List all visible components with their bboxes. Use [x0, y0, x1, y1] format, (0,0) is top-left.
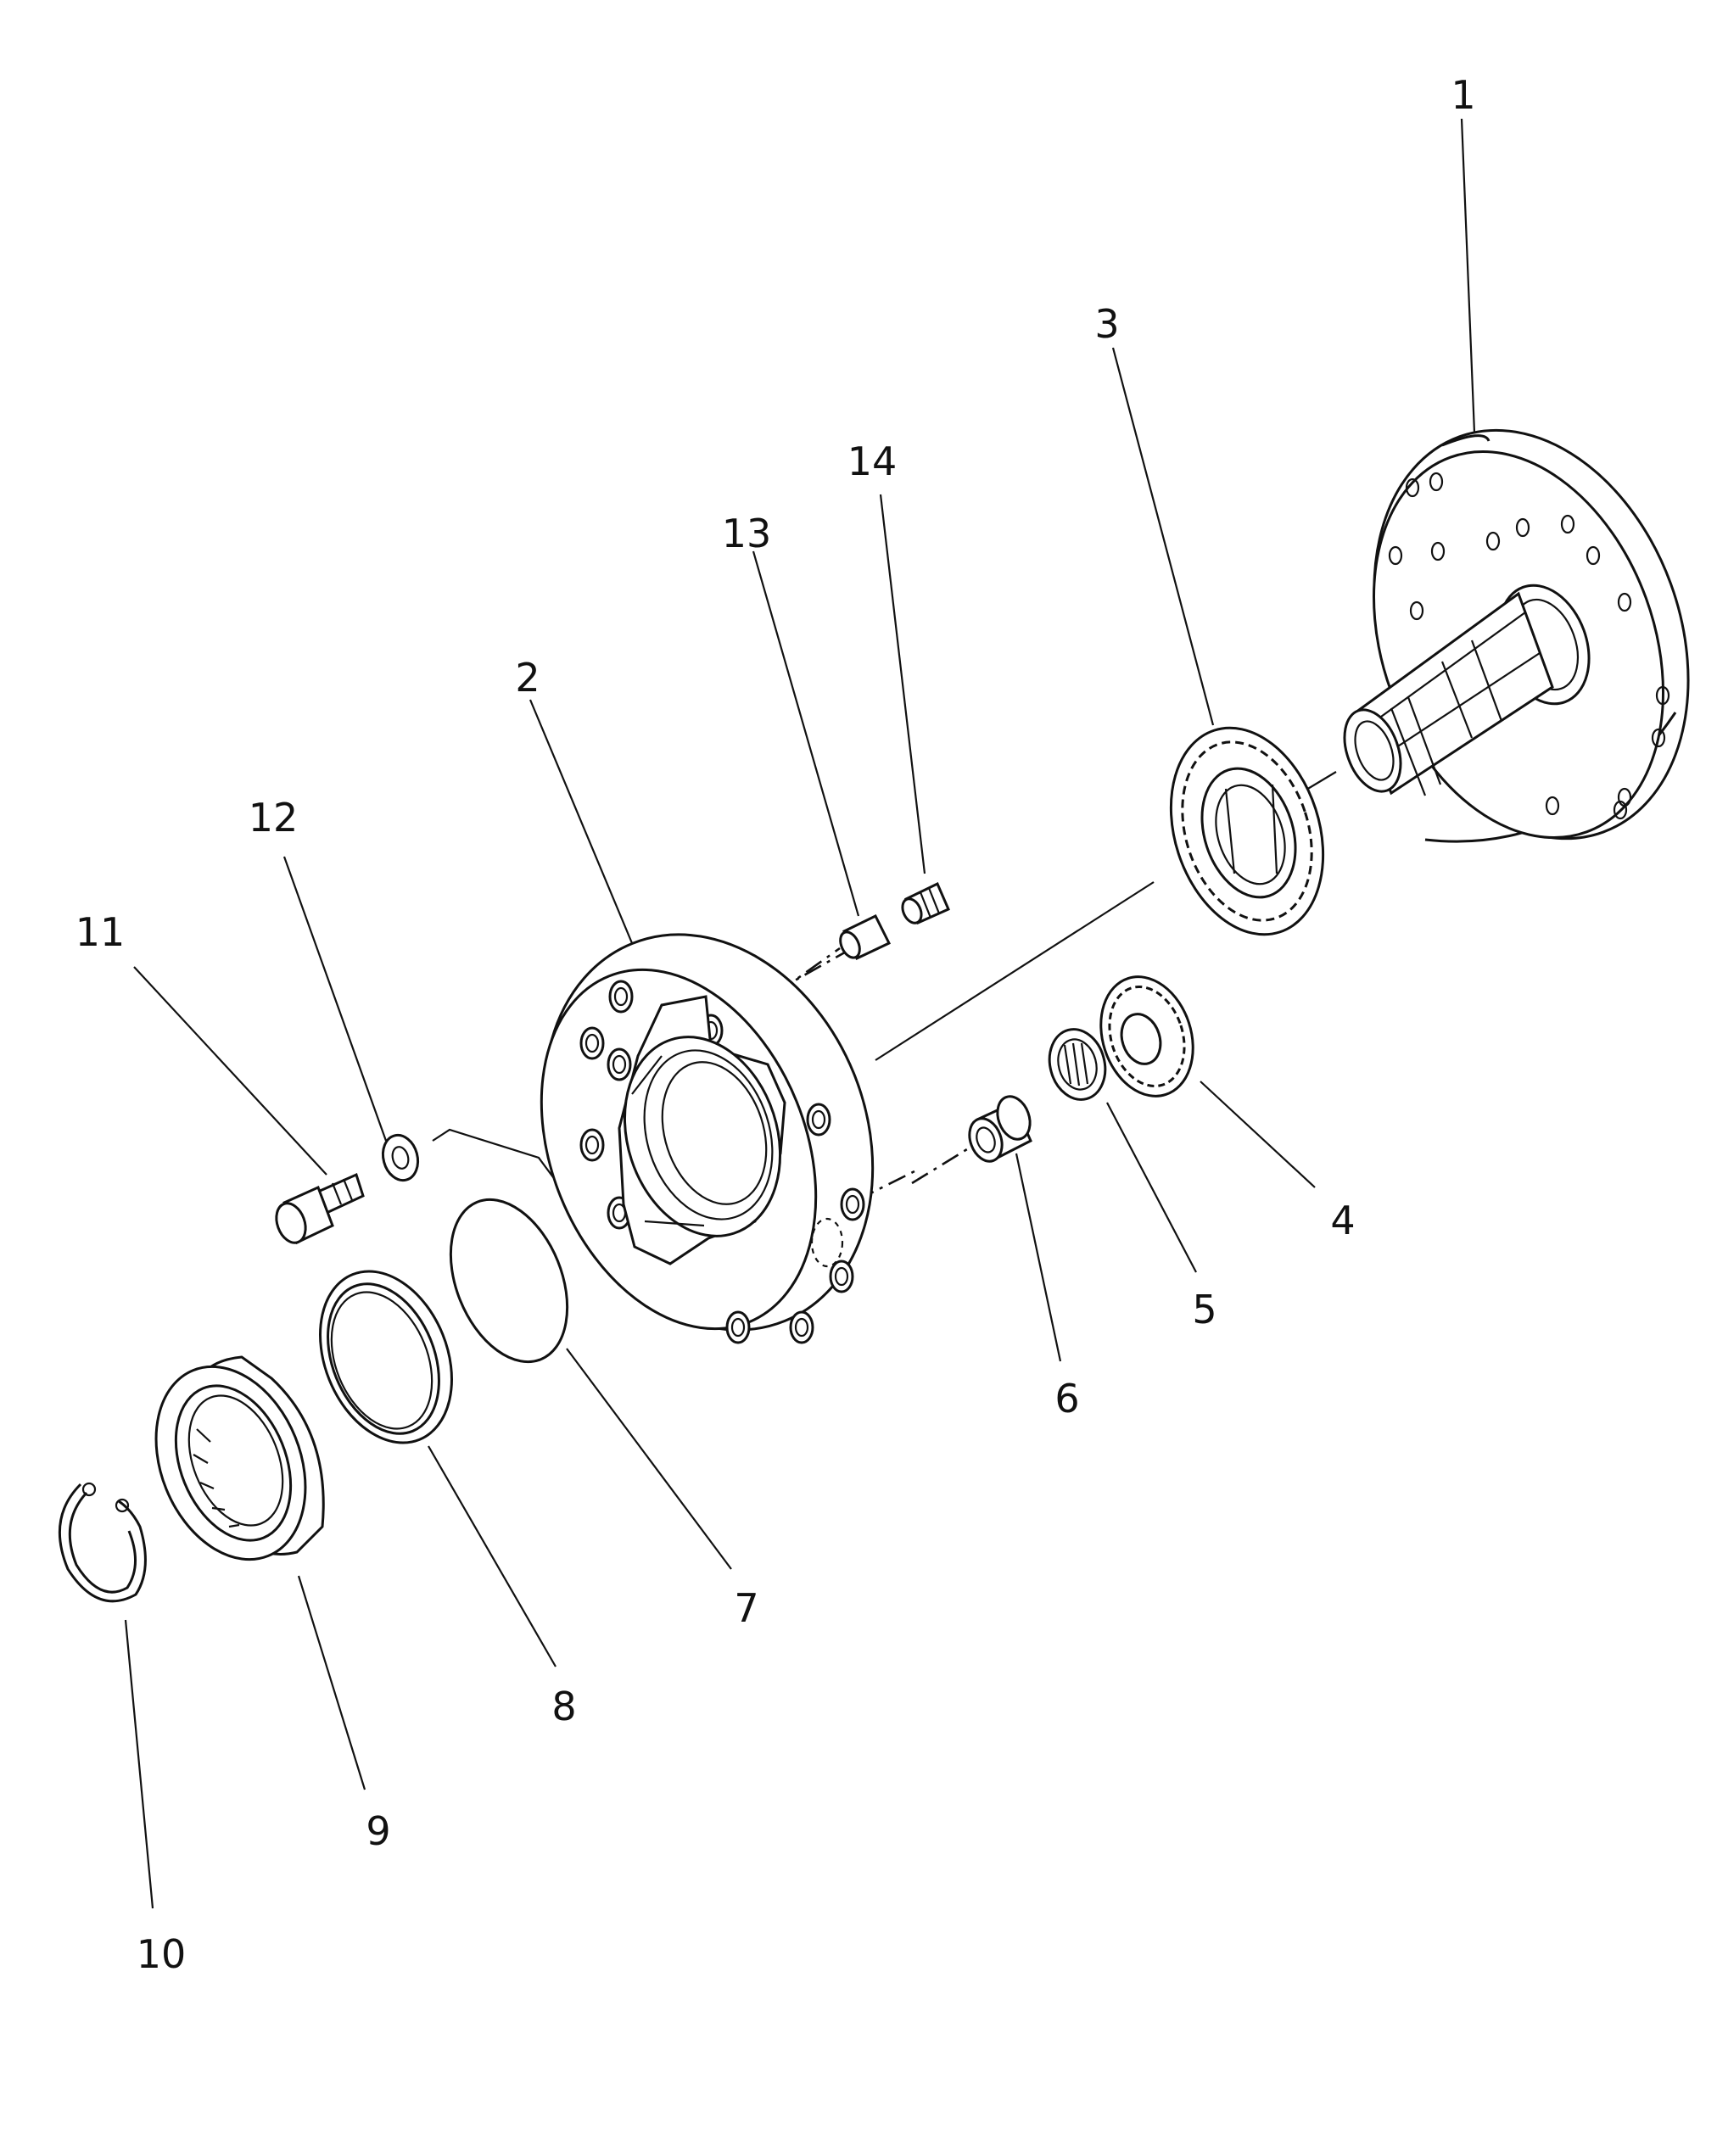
part-13-dowel-pin — [839, 914, 892, 961]
part-1-flange-shaft — [1343, 428, 1690, 843]
callout-7: 7 — [734, 1585, 758, 1631]
part-5-needle-bearing — [1048, 1028, 1107, 1101]
callout-14: 14 — [847, 438, 898, 484]
part-6-bushing — [968, 1095, 1032, 1163]
callout-8: 8 — [551, 1684, 576, 1729]
callout-labels: 1 2 3 4 5 6 7 8 9 10 11 12 13 14 — [76, 72, 1476, 1977]
part-11-bolt — [275, 1172, 365, 1245]
flange-holes — [1388, 472, 1670, 820]
callout-4: 4 — [1330, 1198, 1355, 1243]
callout-13: 13 — [722, 511, 772, 556]
part-4-small-gear — [1099, 975, 1194, 1098]
part-2-housing — [540, 933, 875, 1344]
callout-12: 12 — [249, 795, 299, 841]
callout-6: 6 — [1054, 1376, 1079, 1422]
part-7-o-ring — [449, 1198, 569, 1364]
callout-9: 9 — [366, 1808, 390, 1854]
part-8-seal-ring — [319, 1270, 453, 1444]
housing-bolt-holes — [579, 980, 865, 1344]
callout-1: 1 — [1451, 72, 1475, 118]
callout-11: 11 — [76, 909, 126, 955]
callout-2: 2 — [515, 655, 540, 701]
part-10-snap-ring — [58, 1482, 147, 1603]
part-12-washer — [381, 1133, 420, 1182]
callout-5: 5 — [1192, 1287, 1216, 1332]
part-9-roller-bearing — [154, 1355, 325, 1561]
part-3-large-gear — [1169, 726, 1325, 936]
leader-lines — [124, 118, 1476, 1909]
callout-3: 3 — [1094, 301, 1119, 347]
callout-10: 10 — [137, 1931, 187, 1977]
part-14-plug — [901, 881, 950, 924]
